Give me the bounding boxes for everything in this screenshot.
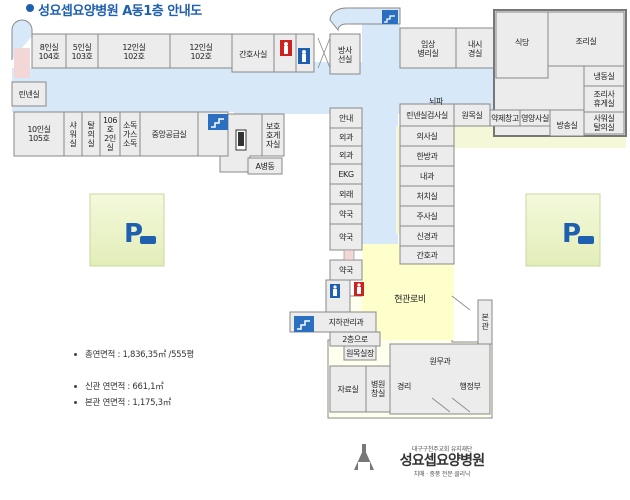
stat-new-wing-text: 신관 연면적 : 661,1㎡: [85, 382, 164, 392]
stairs-icon-3: [382, 10, 398, 24]
room-ward: [365, 365, 391, 413]
room-injection: [399, 205, 455, 227]
parking-left: P: [89, 193, 165, 267]
room-ekg: [329, 163, 363, 185]
room-internal: [399, 165, 455, 187]
room-surgery-2: [329, 145, 363, 165]
parking-label-right: P: [562, 219, 581, 249]
room-info: [329, 107, 363, 129]
room-freezer: [583, 65, 625, 87]
room-neurology: [399, 225, 455, 247]
room-changing-left: [81, 111, 101, 157]
restroom-icon-2: [298, 48, 310, 64]
logo-subtitle: 치매 · 중풍 전문 클리닉: [413, 471, 471, 478]
room-pharmacy-2: [329, 223, 363, 251]
pink-marker: [343, 249, 355, 261]
hospital-logo-icon: [354, 444, 374, 472]
room-outpatient: [329, 183, 363, 205]
room-105: [13, 111, 65, 157]
title-bullet: [26, 4, 34, 12]
room-oriental: [399, 145, 455, 167]
room-nursing: [399, 245, 455, 265]
stat-main-wing: 본관 연면적 : 1,175,3㎡: [74, 396, 171, 408]
stat-new-wing: 신관 연면적 : 661,1㎡: [74, 380, 164, 392]
room-shower-office: [583, 111, 625, 135]
room-cafeteria: [495, 11, 549, 79]
room-central-supply: [139, 111, 199, 157]
room-nurse: [231, 33, 275, 73]
stairs-icon-2: [294, 316, 314, 332]
room-records: [329, 365, 367, 413]
page-title: 성요셉요양병원 A동1층 안내도: [38, 4, 202, 19]
room-record: [453, 103, 491, 127]
room-admin: [389, 343, 491, 415]
room-pharmacy-3: [329, 259, 363, 281]
room-clinical-lab: [399, 27, 457, 69]
stairs-icon: [208, 114, 228, 130]
room-dispatch: [549, 109, 585, 137]
room-main-bldg: [477, 299, 493, 345]
room-disinfect: [119, 111, 141, 157]
room-cook-lounge: [583, 85, 625, 113]
stat-total: 총연면적 : 1,836,35㎡ /555평: [74, 348, 194, 360]
stat-total-text: 총연면적 : 1,836,35㎡ /555평: [85, 350, 194, 360]
room-pharmacy-1: [329, 203, 363, 225]
room-linen-lab: [399, 103, 455, 127]
hospital-logo: 대구구천주교회 유지재단 성요셉요양병원 치매 · 중풍 전문 클리닉: [387, 444, 497, 478]
left-entrance-pink: [14, 48, 30, 78]
parking-right: P: [525, 193, 601, 267]
room-pharm-storage: [489, 109, 521, 127]
room-treatment: [399, 185, 455, 207]
restroom-icon-3: [330, 282, 364, 298]
logo-name: 성요셉요양병원: [399, 453, 485, 469]
room-shower-left: [63, 111, 83, 157]
room-floor2: [329, 331, 381, 347]
room-endoscopy: [455, 27, 495, 69]
room-a-ward: [247, 157, 283, 175]
room-linen-left: [11, 81, 47, 107]
restroom-icon: [280, 40, 292, 56]
room-surgery-1: [329, 127, 363, 147]
parking-label-left: P: [124, 219, 143, 249]
room-102a: [97, 33, 171, 69]
room-103: [65, 33, 99, 69]
room-doctor: [399, 125, 455, 147]
room-guardian: [261, 113, 285, 157]
room-102b: [169, 33, 233, 69]
stat-main-wing-text: 본관 연면적 : 1,175,3㎡: [85, 398, 171, 408]
logo-foundation: 대구구천주교회 유지재단: [411, 446, 473, 453]
room-104: [31, 33, 67, 69]
room-radiology: [329, 33, 361, 75]
room-chapel: [343, 345, 377, 361]
elevator-icon: [235, 129, 247, 151]
corridor-left: [12, 68, 234, 112]
room-cooking: [547, 11, 625, 67]
room-106: [99, 111, 121, 157]
room-nutrition: [519, 109, 551, 127]
